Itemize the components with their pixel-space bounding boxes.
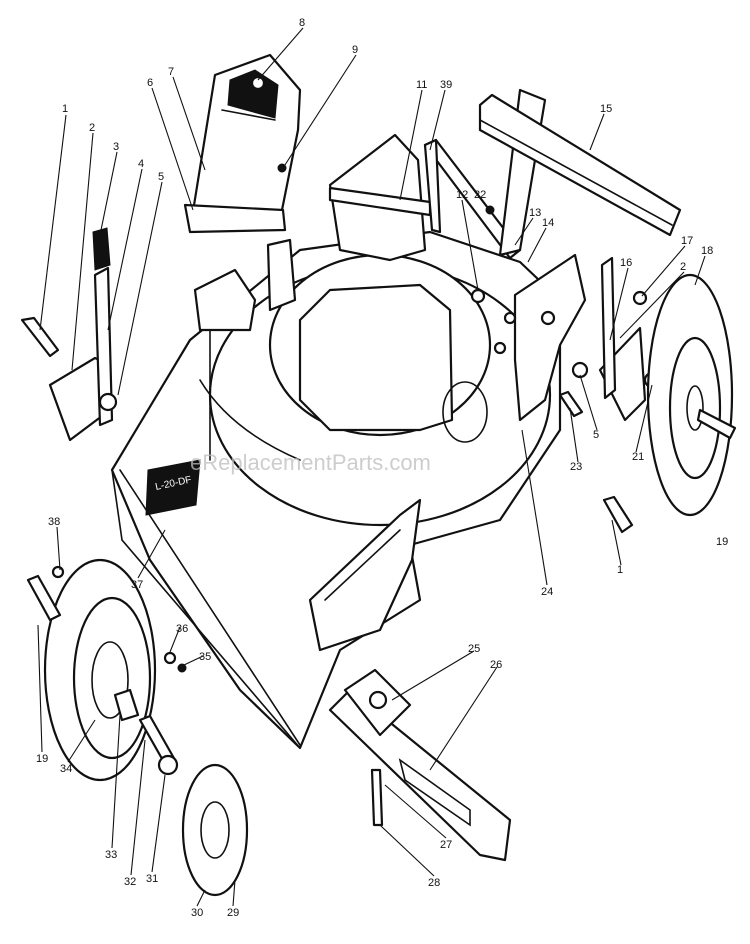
callout-2-left: 2 [89, 122, 95, 134]
callout-12: 12 [456, 189, 468, 201]
deck-decal: L-20-DF [145, 459, 201, 516]
watermark: eReplacementParts.com [190, 450, 431, 475]
callout-19-right: 19 [716, 536, 728, 548]
deck-housing [110, 230, 562, 750]
right-side-plate [470, 253, 587, 422]
callout-33: 33 [105, 849, 117, 861]
handle-bracket [423, 88, 682, 260]
callout-4: 4 [138, 158, 144, 170]
callout-28: 28 [428, 877, 440, 889]
callout-22: 22 [474, 189, 486, 201]
callout-2-right: 2 [680, 261, 686, 273]
discharge-deflector [183, 53, 302, 234]
callout-9: 9 [352, 44, 358, 56]
deck-upper-frame [193, 133, 432, 332]
callout-31: 31 [146, 873, 158, 885]
callout-29: 29 [227, 907, 239, 919]
callout-7: 7 [168, 66, 174, 78]
callout-15: 15 [600, 103, 612, 115]
callout-14: 14 [542, 217, 554, 229]
callout-13: 13 [529, 207, 541, 219]
callout-26: 26 [490, 659, 502, 671]
callout-21: 21 [632, 451, 644, 463]
callout-23: 23 [570, 461, 582, 473]
callout-30: 30 [191, 907, 203, 919]
callout-38: 38 [48, 516, 60, 528]
callout-35: 35 [199, 651, 211, 663]
callout-6: 6 [147, 77, 153, 89]
side-skirt [308, 498, 422, 652]
blade-assembly [328, 668, 512, 862]
callout-3: 3 [113, 141, 119, 153]
small-hardware [163, 651, 187, 673]
callout-36: 36 [176, 623, 188, 635]
callout-19-left: 19 [36, 753, 48, 765]
callout-1-top: 1 [62, 103, 68, 115]
right-rear-wheel [646, 273, 737, 517]
callout-37: 37 [131, 579, 143, 591]
callout-32: 32 [124, 876, 136, 888]
callout-16: 16 [620, 257, 632, 269]
callout-11: 11 [416, 79, 427, 91]
callout-39: 39 [440, 79, 452, 91]
callout-17: 17 [681, 235, 693, 247]
left-height-adjuster [20, 227, 118, 442]
callout-18: 18 [701, 245, 713, 257]
callout-27: 27 [440, 839, 452, 851]
callout-8: 8 [299, 17, 305, 29]
left-front-wheel [26, 558, 157, 782]
callout-24: 24 [541, 586, 553, 598]
callout-34: 34 [60, 763, 72, 775]
callout-1-bottom: 1 [617, 564, 623, 576]
callout-25: 25 [468, 643, 480, 655]
callout-5-right: 5 [593, 429, 599, 441]
wheel-adapter [113, 688, 249, 897]
callout-labels: 1 2 3 4 5 6 7 8 9 11 39 12 22 13 14 15 1… [36, 17, 728, 919]
leader-lines [37, 27, 706, 907]
callout-5-left: 5 [158, 171, 164, 183]
